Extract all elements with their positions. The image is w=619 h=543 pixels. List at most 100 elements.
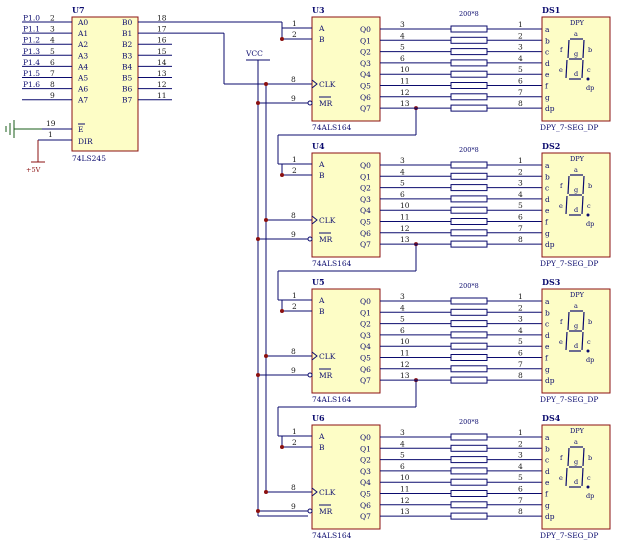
segment-stroke (567, 39, 570, 59)
q-pin: 13 (400, 99, 410, 108)
input-label: A (318, 24, 325, 33)
glyph-label-a: a (574, 30, 578, 38)
resistor-network: 200*8 (450, 282, 542, 384)
segment-pin: 5 (518, 473, 523, 482)
segment-stroke (582, 311, 585, 331)
q-pin: 4 (400, 439, 405, 448)
vcc-label: VCC (245, 49, 263, 58)
segment-label: g (545, 93, 550, 102)
resistor (450, 206, 488, 214)
q-pin: 5 (400, 43, 405, 52)
display-body (541, 424, 611, 530)
clk-triangle (311, 215, 318, 225)
glyph-label-e: e (559, 338, 563, 346)
segment-pin: 4 (518, 326, 523, 335)
resistor (450, 456, 488, 464)
segment-pin: 6 (518, 485, 523, 494)
segment-stroke (581, 467, 584, 487)
u7-body (71, 16, 139, 152)
segment-label: g (545, 229, 550, 238)
q-label: Q2 (360, 184, 371, 193)
glyph-label-b: b (588, 318, 592, 326)
u7-a-pin: 7 (50, 69, 55, 78)
display-body (541, 16, 611, 122)
shift-register-u3: U374ALS1641A2B8CLK9MRQ03Q14Q25Q36Q410Q51… (256, 5, 451, 132)
q-pin: 5 (400, 315, 405, 324)
glyph-label-g: g (574, 458, 578, 466)
segment-stroke (567, 447, 570, 467)
display-part: DPY_7-SEG_DP (540, 259, 598, 268)
display-ref: DS2 (542, 141, 560, 151)
glyph-label-a: a (574, 166, 578, 174)
q-pin: 11 (400, 213, 410, 222)
segment-stroke (565, 467, 568, 487)
segment-pin: 3 (518, 451, 523, 460)
segment-pin: 5 (518, 65, 523, 74)
glyph-label-a: a (574, 438, 578, 446)
shift-register-body (311, 16, 381, 122)
segment-pin: 4 (518, 190, 523, 199)
decimal-point (586, 77, 590, 81)
segment-pin: 8 (518, 99, 523, 108)
u7-port-label: P1.3 (23, 47, 40, 56)
input-label: B (319, 443, 325, 452)
segment-pin: 6 (518, 213, 523, 222)
resistor (450, 25, 488, 33)
seven-seg-displays: DS1DPY_7-SEG_DPDPY1a2b3c4d5e6f7g8dpabcde… (518, 5, 611, 540)
q-pin: 11 (400, 349, 410, 358)
resistor-network: 200*8 (450, 146, 542, 248)
segment-pin: 8 (518, 371, 523, 380)
glyph-label-f: f (560, 46, 563, 54)
ab-junction (280, 309, 284, 313)
mr-pin: 9 (291, 230, 296, 239)
segment-label: e (545, 70, 550, 79)
resistor (450, 376, 488, 384)
display-ref: DS1 (542, 5, 560, 15)
glyph-label-c: c (587, 474, 591, 482)
clk-junction (264, 218, 268, 222)
u7-b-pin: 11 (157, 91, 167, 100)
q-label: Q7 (360, 376, 371, 385)
u7-b-label: B3 (122, 51, 133, 60)
mr-bubble (307, 508, 313, 514)
resistor (450, 342, 488, 350)
mr-pin: 9 (291, 502, 296, 511)
resistor-label: 200*8 (459, 282, 479, 290)
input-label: A (318, 160, 325, 169)
segment-pin: 2 (518, 31, 523, 40)
resistor (450, 48, 488, 56)
segment-label: e (545, 206, 550, 215)
shift-register-part: 74ALS164 (312, 123, 352, 132)
segment-label: d (545, 59, 550, 68)
glyph-label-d: d (574, 206, 578, 214)
q-pin: 6 (400, 54, 405, 63)
q-label: Q0 (360, 297, 371, 306)
shift-register-ref: U4 (312, 141, 325, 151)
display-part: DPY_7-SEG_DP (540, 531, 598, 540)
u7-b-pin: 18 (157, 14, 167, 23)
q-label: Q3 (360, 59, 371, 68)
shift-register-u4: U474ALS1641A2B8CLK9MRQ03Q14Q25Q36Q410Q51… (256, 141, 451, 268)
q-pin: 11 (400, 485, 410, 494)
u7-a-label: A6 (77, 85, 88, 94)
input-pin: 1 (292, 427, 297, 436)
resistor (450, 467, 488, 475)
q-label: Q6 (360, 365, 371, 374)
segment-pin: 2 (518, 439, 523, 448)
q-label: Q1 (360, 444, 371, 453)
mr-label: MR (319, 371, 333, 380)
shift-register-u5: U574ALS1641A2B8CLK9MRQ03Q14Q25Q36Q410Q51… (256, 277, 451, 404)
q-label: Q6 (360, 93, 371, 102)
shift-register-part: 74ALS164 (312, 531, 352, 540)
segment-label: g (545, 365, 550, 374)
segment-pin: 7 (518, 224, 523, 233)
segment-pin: 5 (518, 201, 523, 210)
q-label: Q7 (360, 512, 371, 521)
q-label: Q1 (360, 308, 371, 317)
plus5v-symbol: +5V (26, 140, 45, 174)
u7-a-pin: 6 (50, 58, 55, 67)
shift-register-ref: U6 (312, 413, 325, 423)
